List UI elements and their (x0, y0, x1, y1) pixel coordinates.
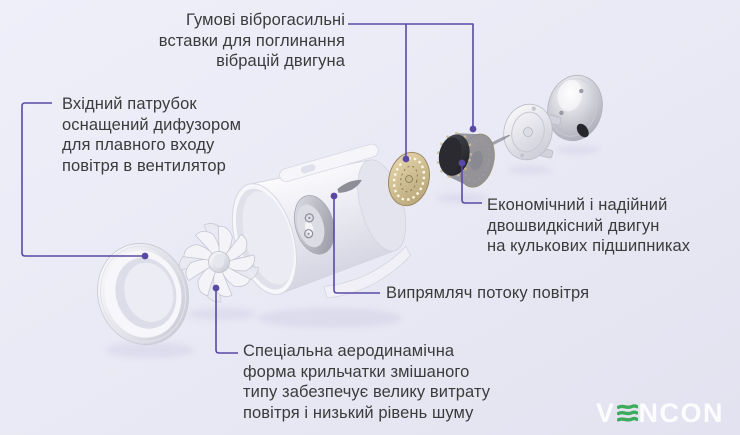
logo-wavy-e-icon (616, 404, 638, 422)
logo-suffix: NCON (638, 398, 724, 428)
mounting-plate (503, 103, 562, 161)
leader-motor (458, 159, 482, 204)
vibration-damper-disc (388, 151, 430, 207)
label-flow-straightener: Випрямляч потоку повітря (386, 284, 590, 302)
label-vibration-inserts: Гумові віброгасильні вставки для поглина… (158, 11, 345, 70)
leader-vibration-inserts (348, 23, 477, 163)
inlet-flange-ring (97, 243, 189, 345)
label-impeller: Спеціальна аеродинамічна форма крильчатк… (243, 342, 491, 422)
leader-impeller (212, 284, 238, 354)
rear-cover (547, 74, 603, 142)
motor (436, 132, 495, 188)
label-inlet-duct: Вхідний патрубок оснащений дифузором для… (62, 95, 242, 175)
label-motor: Економічний і надійний двошвидкісний дви… (487, 196, 691, 255)
logo-prefix: V (595, 398, 616, 428)
leader-flow-straightener (330, 192, 380, 294)
vencon-logo: V NCON (596, 400, 724, 427)
leader-inlet-duct (21, 102, 149, 260)
